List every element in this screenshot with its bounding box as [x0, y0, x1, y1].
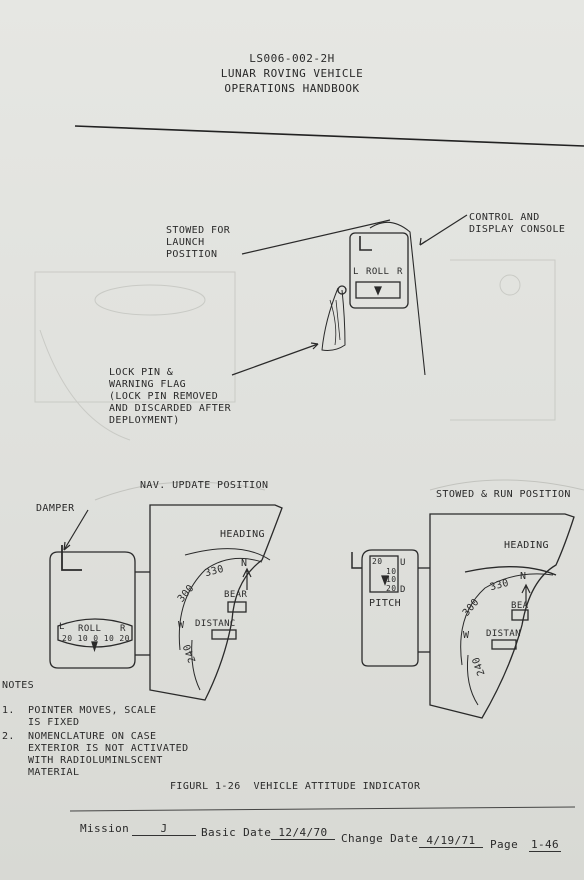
- doc-title-line1: LUNAR ROVING VEHICLE: [220, 67, 364, 80]
- footer-page-label: Page: [490, 838, 519, 851]
- upper-roll-label: ROLL: [366, 267, 390, 277]
- left-heading-housing: [149, 504, 283, 701]
- left-distance-label: DISTANC: [195, 619, 236, 629]
- right-bearing-label: BEA: [511, 601, 529, 611]
- right-heading-label: HEADING: [504, 540, 549, 551]
- left-heading-label: HEADING: [220, 529, 265, 540]
- footer-basic-date-value: 12/4/70: [271, 826, 335, 840]
- doc-number: LS006-002-2H: [249, 52, 335, 65]
- left-roll-r: R: [120, 624, 126, 634]
- footer-mission-label: Mission: [80, 822, 130, 835]
- footer-basic-date-field-wrap: 12/4/70: [271, 826, 335, 840]
- stowed-launch-label: STOWED FOR LAUNCH POSITION: [166, 225, 231, 260]
- pitch-20-bot: 20: [386, 584, 397, 593]
- note1-number: 1.: [2, 705, 15, 716]
- upper-leaders: [231, 214, 468, 376]
- stowed-run-title: STOWED & RUN POSITION: [436, 489, 571, 500]
- doc-title-line2: OPERATIONS HANDBOOK: [224, 82, 360, 95]
- pitch-10-bot: 10: [386, 575, 397, 584]
- note1-text: POINTER MOVES, SCALE IS FIXED: [28, 705, 157, 728]
- pitch-up-label: U: [400, 558, 406, 568]
- left-bearing-label: BEAR: [224, 590, 248, 600]
- pitch-down-label: D: [400, 585, 406, 595]
- footer-change-date-field-wrap: 4/19/71: [419, 834, 483, 848]
- pitch-10-top: 10: [386, 567, 397, 576]
- pitch-20-top: 20: [372, 557, 383, 566]
- footer-basic-date-label: Basic Date: [201, 826, 272, 839]
- left-north-label: N: [241, 558, 248, 569]
- right-distance-label: DISTAN: [486, 629, 521, 639]
- right-west-label: W: [463, 630, 470, 641]
- upper-console: [321, 221, 426, 376]
- footer-page-value: 1-46: [529, 838, 561, 852]
- right-north-label: N: [520, 571, 527, 582]
- left-roll-scale: 20 10 0 10 20: [62, 634, 130, 643]
- footer-page-field-wrap: 1-46: [529, 838, 561, 852]
- right-heading-housing: [429, 513, 575, 719]
- lock-pin-label: LOCK PIN & WARNING FLAG (LOCK PIN REMOVE…: [109, 367, 231, 426]
- header-rule: [74, 125, 584, 147]
- left-roll-l: L: [59, 622, 65, 632]
- upper-roll-l: L: [353, 267, 359, 277]
- right-pitch-box: [351, 549, 430, 667]
- note2-number: 2.: [2, 731, 15, 742]
- footer-mission-value: J: [132, 822, 196, 836]
- console-label: CONTROL AND DISPLAY CONSOLE: [469, 212, 566, 235]
- note2-text: NOMENCLATURE ON CASE EXTERIOR IS NOT ACT…: [28, 731, 189, 778]
- left-west-label: W: [178, 620, 185, 631]
- footer-change-date-label: Change Date: [341, 832, 419, 845]
- footer-mission-field-wrap: J: [132, 822, 196, 836]
- pitch-label: PITCH: [369, 598, 402, 609]
- notes-title: NOTES: [2, 680, 35, 691]
- nav-update-title: NAV. UPDATE POSITION: [140, 480, 269, 491]
- upper-roll-r: R: [397, 267, 403, 277]
- left-roll-label: ROLL: [78, 624, 102, 634]
- left-roll-box: [49, 545, 150, 669]
- damper-label: DAMPER: [36, 503, 75, 514]
- ghost-artwork: [34, 259, 556, 441]
- figure-caption: FIGURL 1-26 VEHICLE ATTITUDE INDICATOR: [170, 781, 421, 792]
- footer-change-date-value: 4/19/71: [419, 834, 483, 848]
